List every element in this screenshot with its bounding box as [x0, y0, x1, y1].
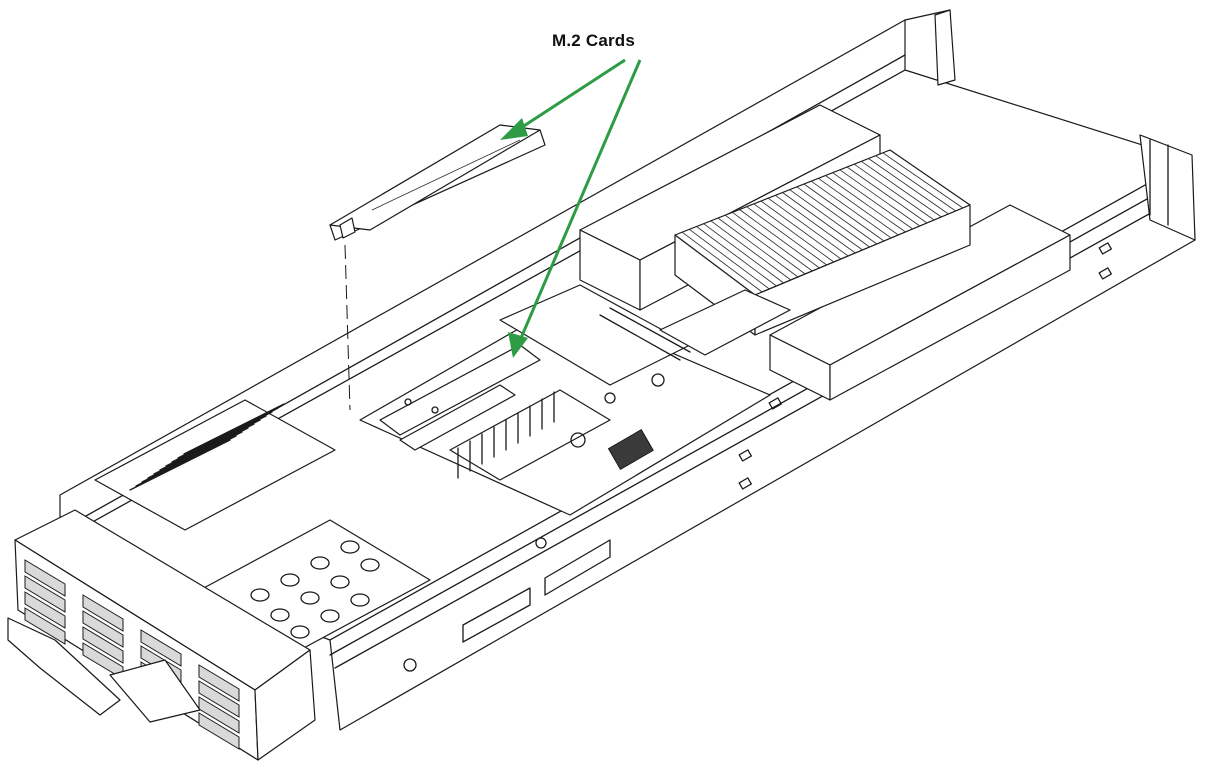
side-wall-slots: [403, 242, 1112, 672]
m2-card-detached: [329, 124, 546, 411]
m2-slot-board: [379, 344, 541, 451]
front-panel: [7, 509, 316, 761]
callout-arrows: [500, 58, 642, 358]
motherboard-area: [359, 304, 771, 516]
m2-cards-label: M.2 Cards: [552, 31, 636, 50]
cpu-heatsink: [674, 149, 971, 336]
pcie-riser-slots: [499, 284, 791, 386]
front-drive-cage: [94, 399, 431, 651]
